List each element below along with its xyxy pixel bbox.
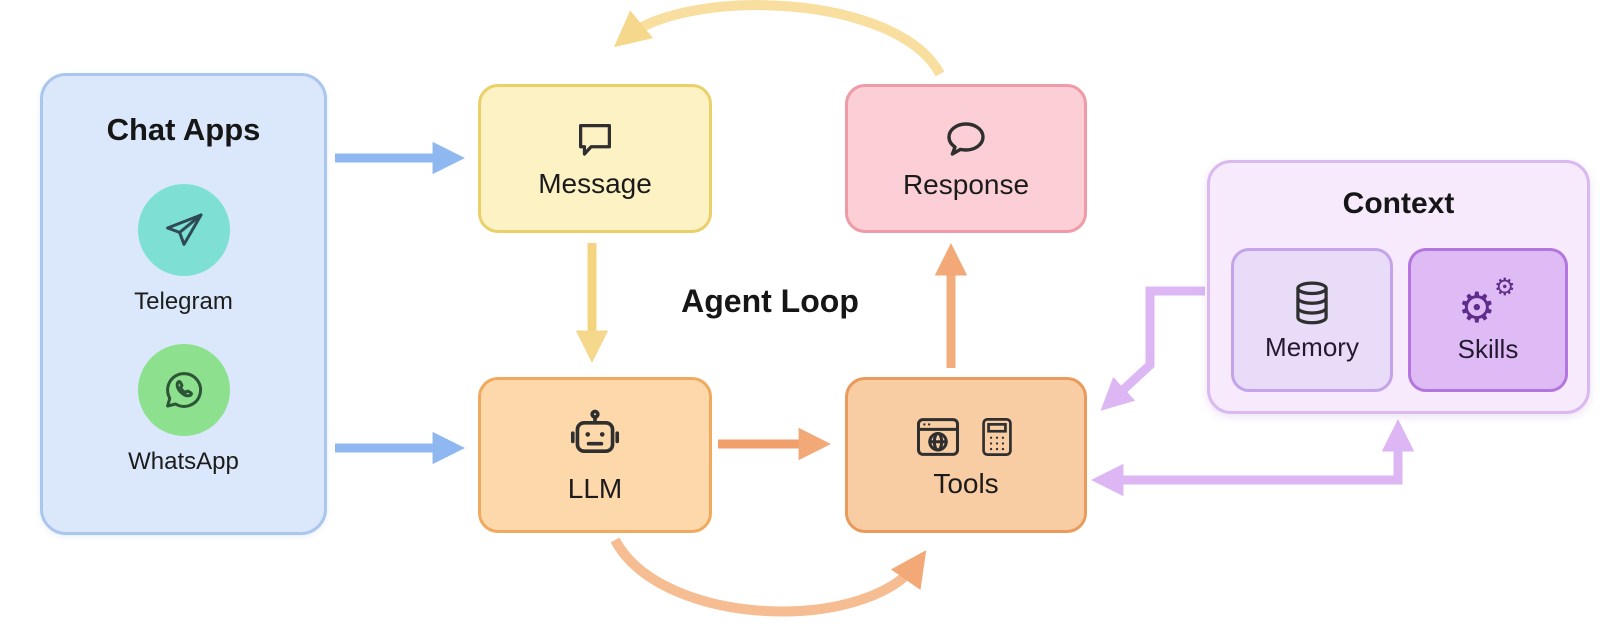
robot-icon bbox=[564, 406, 626, 468]
chat-bubble-icon bbox=[942, 116, 990, 164]
chat-square-icon bbox=[572, 117, 618, 163]
calculator-icon bbox=[974, 414, 1020, 460]
llm-label: LLM bbox=[567, 472, 623, 504]
message-label: Message bbox=[538, 168, 652, 199]
tools-icons bbox=[912, 411, 1020, 463]
agent-loop-title: Agent Loop bbox=[681, 283, 859, 319]
whatsapp-label: WhatsApp bbox=[128, 448, 239, 475]
response-node: Response bbox=[845, 84, 1087, 233]
tools-node: Tools bbox=[845, 377, 1087, 533]
gears-icon: ⚙ ⚙ bbox=[1458, 273, 1516, 332]
arrow-response-to-message-loop bbox=[613, 0, 945, 77]
chat-apps-panel: Chat Apps Telegram WhatsApp bbox=[40, 73, 327, 535]
memory-label: Memory bbox=[1265, 332, 1359, 362]
telegram-badge bbox=[137, 184, 230, 276]
database-icon bbox=[1286, 277, 1338, 329]
arrow-tools-context-bidirectional bbox=[1091, 419, 1415, 497]
telegram-label: Telegram bbox=[134, 288, 233, 315]
memory-node: Memory bbox=[1231, 248, 1393, 392]
message-node: Message bbox=[478, 84, 712, 233]
telegram-icon bbox=[160, 206, 208, 254]
arrow-context-to-tools-top bbox=[1100, 286, 1205, 411]
tools-label: Tools bbox=[933, 467, 999, 499]
context-title: Context bbox=[1342, 187, 1455, 220]
whatsapp-badge bbox=[137, 344, 230, 436]
response-label: Response bbox=[902, 169, 1030, 200]
llm-node: LLM bbox=[478, 377, 712, 533]
browser-icon bbox=[912, 411, 964, 463]
whatsapp-icon bbox=[160, 366, 208, 414]
chat-apps-title: Chat Apps bbox=[106, 112, 261, 147]
skills-label: Skills bbox=[1457, 334, 1519, 364]
skills-node: ⚙ ⚙ Skills bbox=[1408, 248, 1568, 392]
arrow-llm-to-tools-loop bbox=[610, 537, 927, 617]
